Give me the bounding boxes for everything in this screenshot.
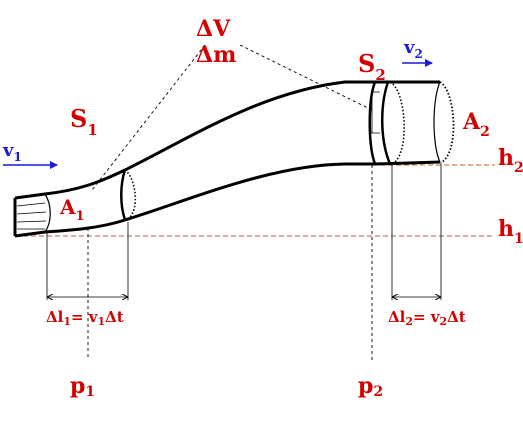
section-s2-dotted	[389, 81, 405, 164]
pipe-lower-edge	[14, 160, 441, 238]
s1-subscript: 1	[87, 121, 97, 139]
p1-label: p1	[70, 373, 95, 400]
p1-main: p	[70, 373, 85, 399]
dl2-subscript: 2	[405, 315, 413, 328]
v1-label: v1	[2, 140, 22, 164]
dl1-formula: Δl1= v1Δt	[46, 308, 124, 328]
h2-subscript: 2	[514, 160, 523, 176]
h1-main: h	[498, 216, 514, 242]
dl1-subscript-2: 1	[98, 315, 106, 328]
a1-main: A	[59, 195, 76, 219]
leader-line-left	[91, 44, 206, 191]
delta-v-label: ΔV	[196, 16, 231, 42]
s2-subscript: 2	[375, 66, 385, 84]
outlet-section-a2	[439, 81, 455, 163]
s1-label: S1	[70, 104, 98, 139]
h2-main: h	[498, 145, 514, 171]
dl1-tail: Δt	[105, 308, 124, 326]
section-dl1-solid	[120, 169, 127, 221]
p2-subscript: 2	[373, 384, 383, 400]
leader-line-right	[239, 44, 373, 111]
a2-label: A2	[462, 109, 490, 140]
v2-main: v	[403, 37, 415, 58]
a1-label: A1	[59, 195, 85, 224]
v1-subscript: 1	[13, 150, 21, 164]
a2-main: A	[462, 109, 481, 135]
dl2-formula: Δl2= v2Δt	[388, 308, 466, 328]
h1-subscript: 1	[514, 231, 523, 247]
dl2-tail: Δt	[447, 308, 466, 326]
s2-label: S2	[358, 49, 386, 84]
dl1-equals: = v	[71, 308, 99, 326]
h1-label: h1	[498, 216, 523, 247]
delta-v-slab-lines	[371, 91, 380, 134]
section-s2-front	[368, 81, 377, 165]
dl2-subscript-2: 2	[440, 315, 448, 328]
inlet-flow-lines	[16, 202, 47, 230]
p2-main: p	[358, 373, 373, 399]
p1-subscript: 1	[85, 384, 95, 400]
section-dl1-dotted	[124, 169, 137, 220]
v1-main: v	[2, 140, 14, 161]
a2-subscript: 2	[480, 124, 490, 140]
h2-label: h2	[498, 145, 523, 176]
s1-main: S	[70, 104, 87, 133]
p2-label: p2	[358, 373, 383, 400]
dl1-prefix: Δl	[46, 308, 64, 326]
dl1-subscript: 1	[63, 315, 71, 328]
delta-m-label: Δm	[196, 42, 236, 68]
pipe-upper-edge	[14, 80, 440, 200]
a1-subscript: 1	[76, 209, 85, 224]
dl2-prefix: Δl	[388, 308, 406, 326]
s2-main: S	[358, 49, 375, 78]
dl2-equals: = v	[413, 308, 441, 326]
section-s2-back	[381, 81, 392, 165]
outlet-edge-solid	[433, 81, 441, 163]
v2-label: v2	[403, 37, 423, 61]
inlet-section-a1	[44, 193, 51, 233]
v2-subscript: 2	[414, 47, 422, 61]
